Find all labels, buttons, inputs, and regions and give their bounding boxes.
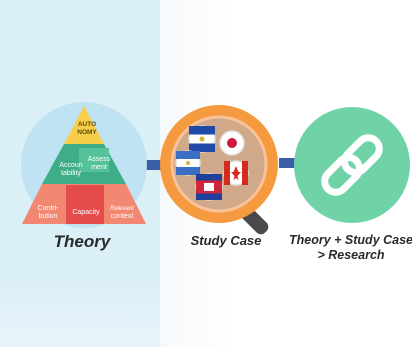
pyramid-bottom-center [66, 185, 104, 224]
magnifying-glass-icon [160, 105, 278, 235]
research-circle [294, 107, 410, 223]
contribution-line-1: Contri- [37, 205, 59, 212]
flag-japan-icon [219, 130, 245, 156]
research-icon [294, 107, 410, 223]
flag-cambodia-icon [195, 173, 223, 201]
top-line-1: AUTO [78, 121, 96, 128]
flag-el-salvador-icon [188, 125, 216, 153]
assessment-line-1: Assess [88, 156, 111, 163]
top-line-2: NOMY [77, 129, 97, 136]
panel-fade [0, 277, 160, 347]
flag-canada-icon [223, 160, 249, 186]
pyramid-middle-piece [79, 148, 109, 172]
study-case-label: Study Case [190, 233, 262, 248]
flag-nicaragua-icon [175, 150, 201, 176]
connector-right [279, 158, 299, 168]
relevant-line-1: Relevant [110, 206, 134, 212]
theory-label: Theory [53, 232, 111, 251]
accountability-line-1: Accoun [59, 162, 82, 169]
accountability-line-2: tability [61, 170, 81, 177]
research-label-line-1: Theory + Study Case [289, 233, 412, 247]
lens-inner-ring [170, 115, 268, 213]
contribution-line-2: bution [38, 213, 57, 220]
context-line-2: context [111, 213, 134, 220]
capacity-label: Capacity [72, 209, 100, 216]
assessment-line-2: ment [91, 164, 107, 171]
connector-left [141, 160, 171, 170]
research-label: Theory + Study Case > Research [289, 233, 412, 263]
pyramid-top-tier [64, 106, 104, 144]
chain-link-icon [321, 134, 383, 196]
research-label-line-2: > Research [317, 248, 385, 262]
pyramid: AUTO NOMY Accoun tability Assess ment Co… [22, 106, 146, 224]
